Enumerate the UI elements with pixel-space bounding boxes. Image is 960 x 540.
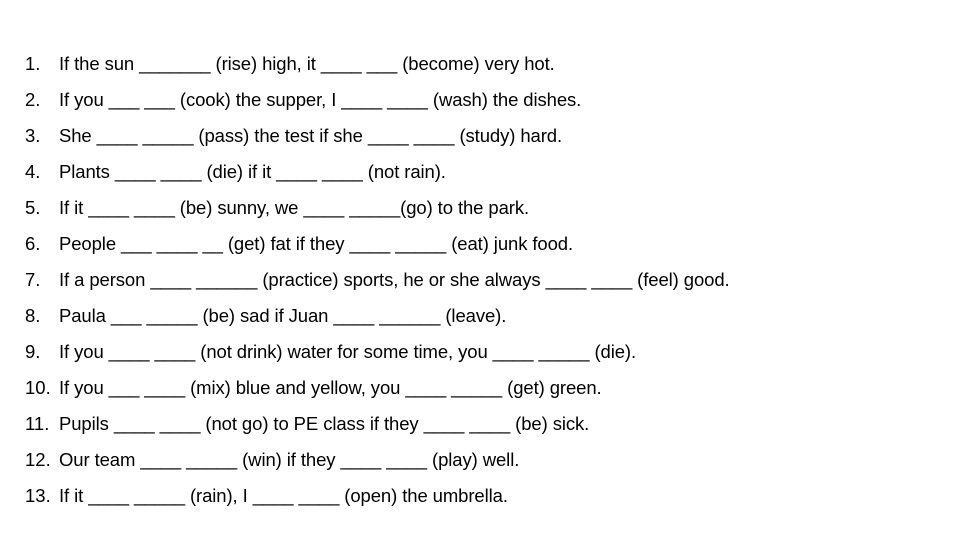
item-text: Paula ___ _____ (be) sad if Juan ____ __… (59, 305, 507, 326)
item-text: If the sun _______ (rise) high, it ____ … (59, 53, 555, 74)
list-item: 3. She ____ _____ (pass) the test if she… (25, 118, 940, 154)
item-number: 10. (25, 377, 51, 398)
item-text: Our team ____ _____ (win) if they ____ _… (59, 449, 520, 470)
list-item: 5. If it ____ ____ (be) sunny, we ____ _… (25, 190, 940, 226)
item-number: 12. (25, 449, 51, 470)
item-text: If it ____ _____ (rain), I ____ ____ (op… (59, 485, 508, 506)
item-text: Plants ____ ____ (die) if it ____ ____ (… (59, 161, 446, 182)
item-text: She ____ _____ (pass) the test if she __… (59, 125, 562, 146)
item-text: If a person ____ ______ (practice) sport… (59, 269, 730, 290)
list-item: 10. If you ___ ____ (mix) blue and yello… (25, 370, 940, 406)
item-number: 7. (25, 269, 41, 290)
item-text: If you ____ ____ (not drink) water for s… (59, 341, 637, 362)
item-number: 13. (25, 485, 51, 506)
item-number: 5. (25, 197, 41, 218)
item-number: 1. (25, 53, 41, 74)
item-number: 8. (25, 305, 41, 326)
list-item: 2. If you ___ ___ (cook) the supper, I _… (25, 82, 940, 118)
list-item: 7. If a person ____ ______ (practice) sp… (25, 262, 940, 298)
item-text: Pupils ____ ____ (not go) to PE class if… (59, 413, 590, 434)
exercise-list: 1. If the sun _______ (rise) high, it __… (25, 46, 940, 514)
item-text: People ___ ____ __ (get) fat if they ___… (59, 233, 574, 254)
item-text: If you ___ ___ (cook) the supper, I ____… (59, 89, 582, 110)
list-item: 13. If it ____ _____ (rain), I ____ ____… (25, 478, 940, 514)
list-item: 4. Plants ____ ____ (die) if it ____ ___… (25, 154, 940, 190)
item-number: 11. (25, 413, 50, 434)
item-text: If you ___ ____ (mix) blue and yellow, y… (59, 377, 602, 398)
list-item: 9. If you ____ ____ (not drink) water fo… (25, 334, 940, 370)
item-text: If it ____ ____ (be) sunny, we ____ ____… (59, 197, 530, 218)
list-item: 1. If the sun _______ (rise) high, it __… (25, 46, 940, 82)
item-number: 2. (25, 89, 41, 110)
item-number: 4. (25, 161, 41, 182)
item-number: 3. (25, 125, 41, 146)
list-item: 12. Our team ____ _____ (win) if they __… (25, 442, 940, 478)
item-number: 9. (25, 341, 41, 362)
list-item: 6. People ___ ____ __ (get) fat if they … (25, 226, 940, 262)
item-number: 6. (25, 233, 41, 254)
list-item: 8. Paula ___ _____ (be) sad if Juan ____… (25, 298, 940, 334)
list-item: 11. Pupils ____ ____ (not go) to PE clas… (25, 406, 940, 442)
